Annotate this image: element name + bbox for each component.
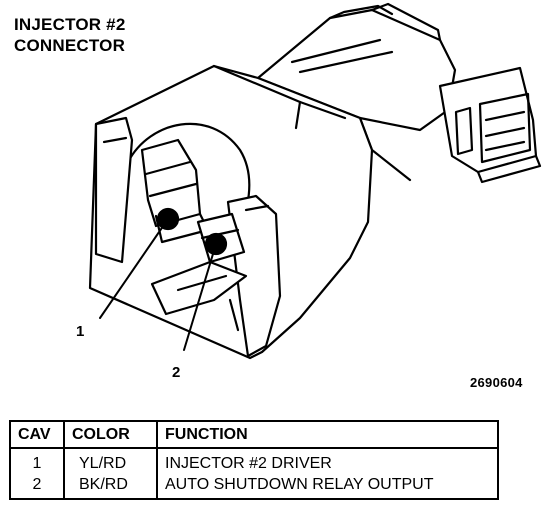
wire-color: BK/RD [63, 474, 158, 500]
pinout-header-row: CAV COLOR FUNCTION [9, 420, 499, 449]
callout-1: 1 [76, 323, 85, 340]
title-line-2: CONNECTOR [14, 36, 126, 55]
connector-rear-body [256, 8, 457, 132]
title-line-1: INJECTOR #2 [14, 15, 126, 34]
pin-function: AUTO SHUTDOWN RELAY OUTPUT [156, 474, 499, 500]
cav-value: 1 [9, 448, 65, 474]
figure-id: 2690604 [470, 375, 523, 390]
callout-2: 2 [172, 364, 181, 381]
cav-value: 2 [9, 474, 65, 500]
wire-color: YL/RD [63, 448, 158, 474]
pin-function: INJECTOR #2 DRIVER [156, 448, 499, 474]
connector-lower-guide [150, 260, 248, 316]
header-color: COLOR [63, 420, 158, 449]
connector-front-left [94, 116, 134, 264]
header-function: FUNCTION [156, 420, 499, 449]
diagram-title: INJECTOR #2 CONNECTOR [14, 14, 125, 56]
table-row: 1 YL/RD INJECTOR #2 DRIVER [9, 448, 499, 474]
connector-front-right [226, 194, 282, 358]
table-row: 2 BK/RD AUTO SHUTDOWN RELAY OUTPUT [9, 474, 499, 500]
leader-line-2 [183, 243, 217, 351]
connector-drawing [88, 2, 542, 360]
pinout-table: CAV COLOR FUNCTION 1 YL/RD INJECTOR #2 D… [9, 420, 499, 500]
header-cav: CAV [9, 420, 65, 449]
leader-line-1 [99, 218, 169, 319]
